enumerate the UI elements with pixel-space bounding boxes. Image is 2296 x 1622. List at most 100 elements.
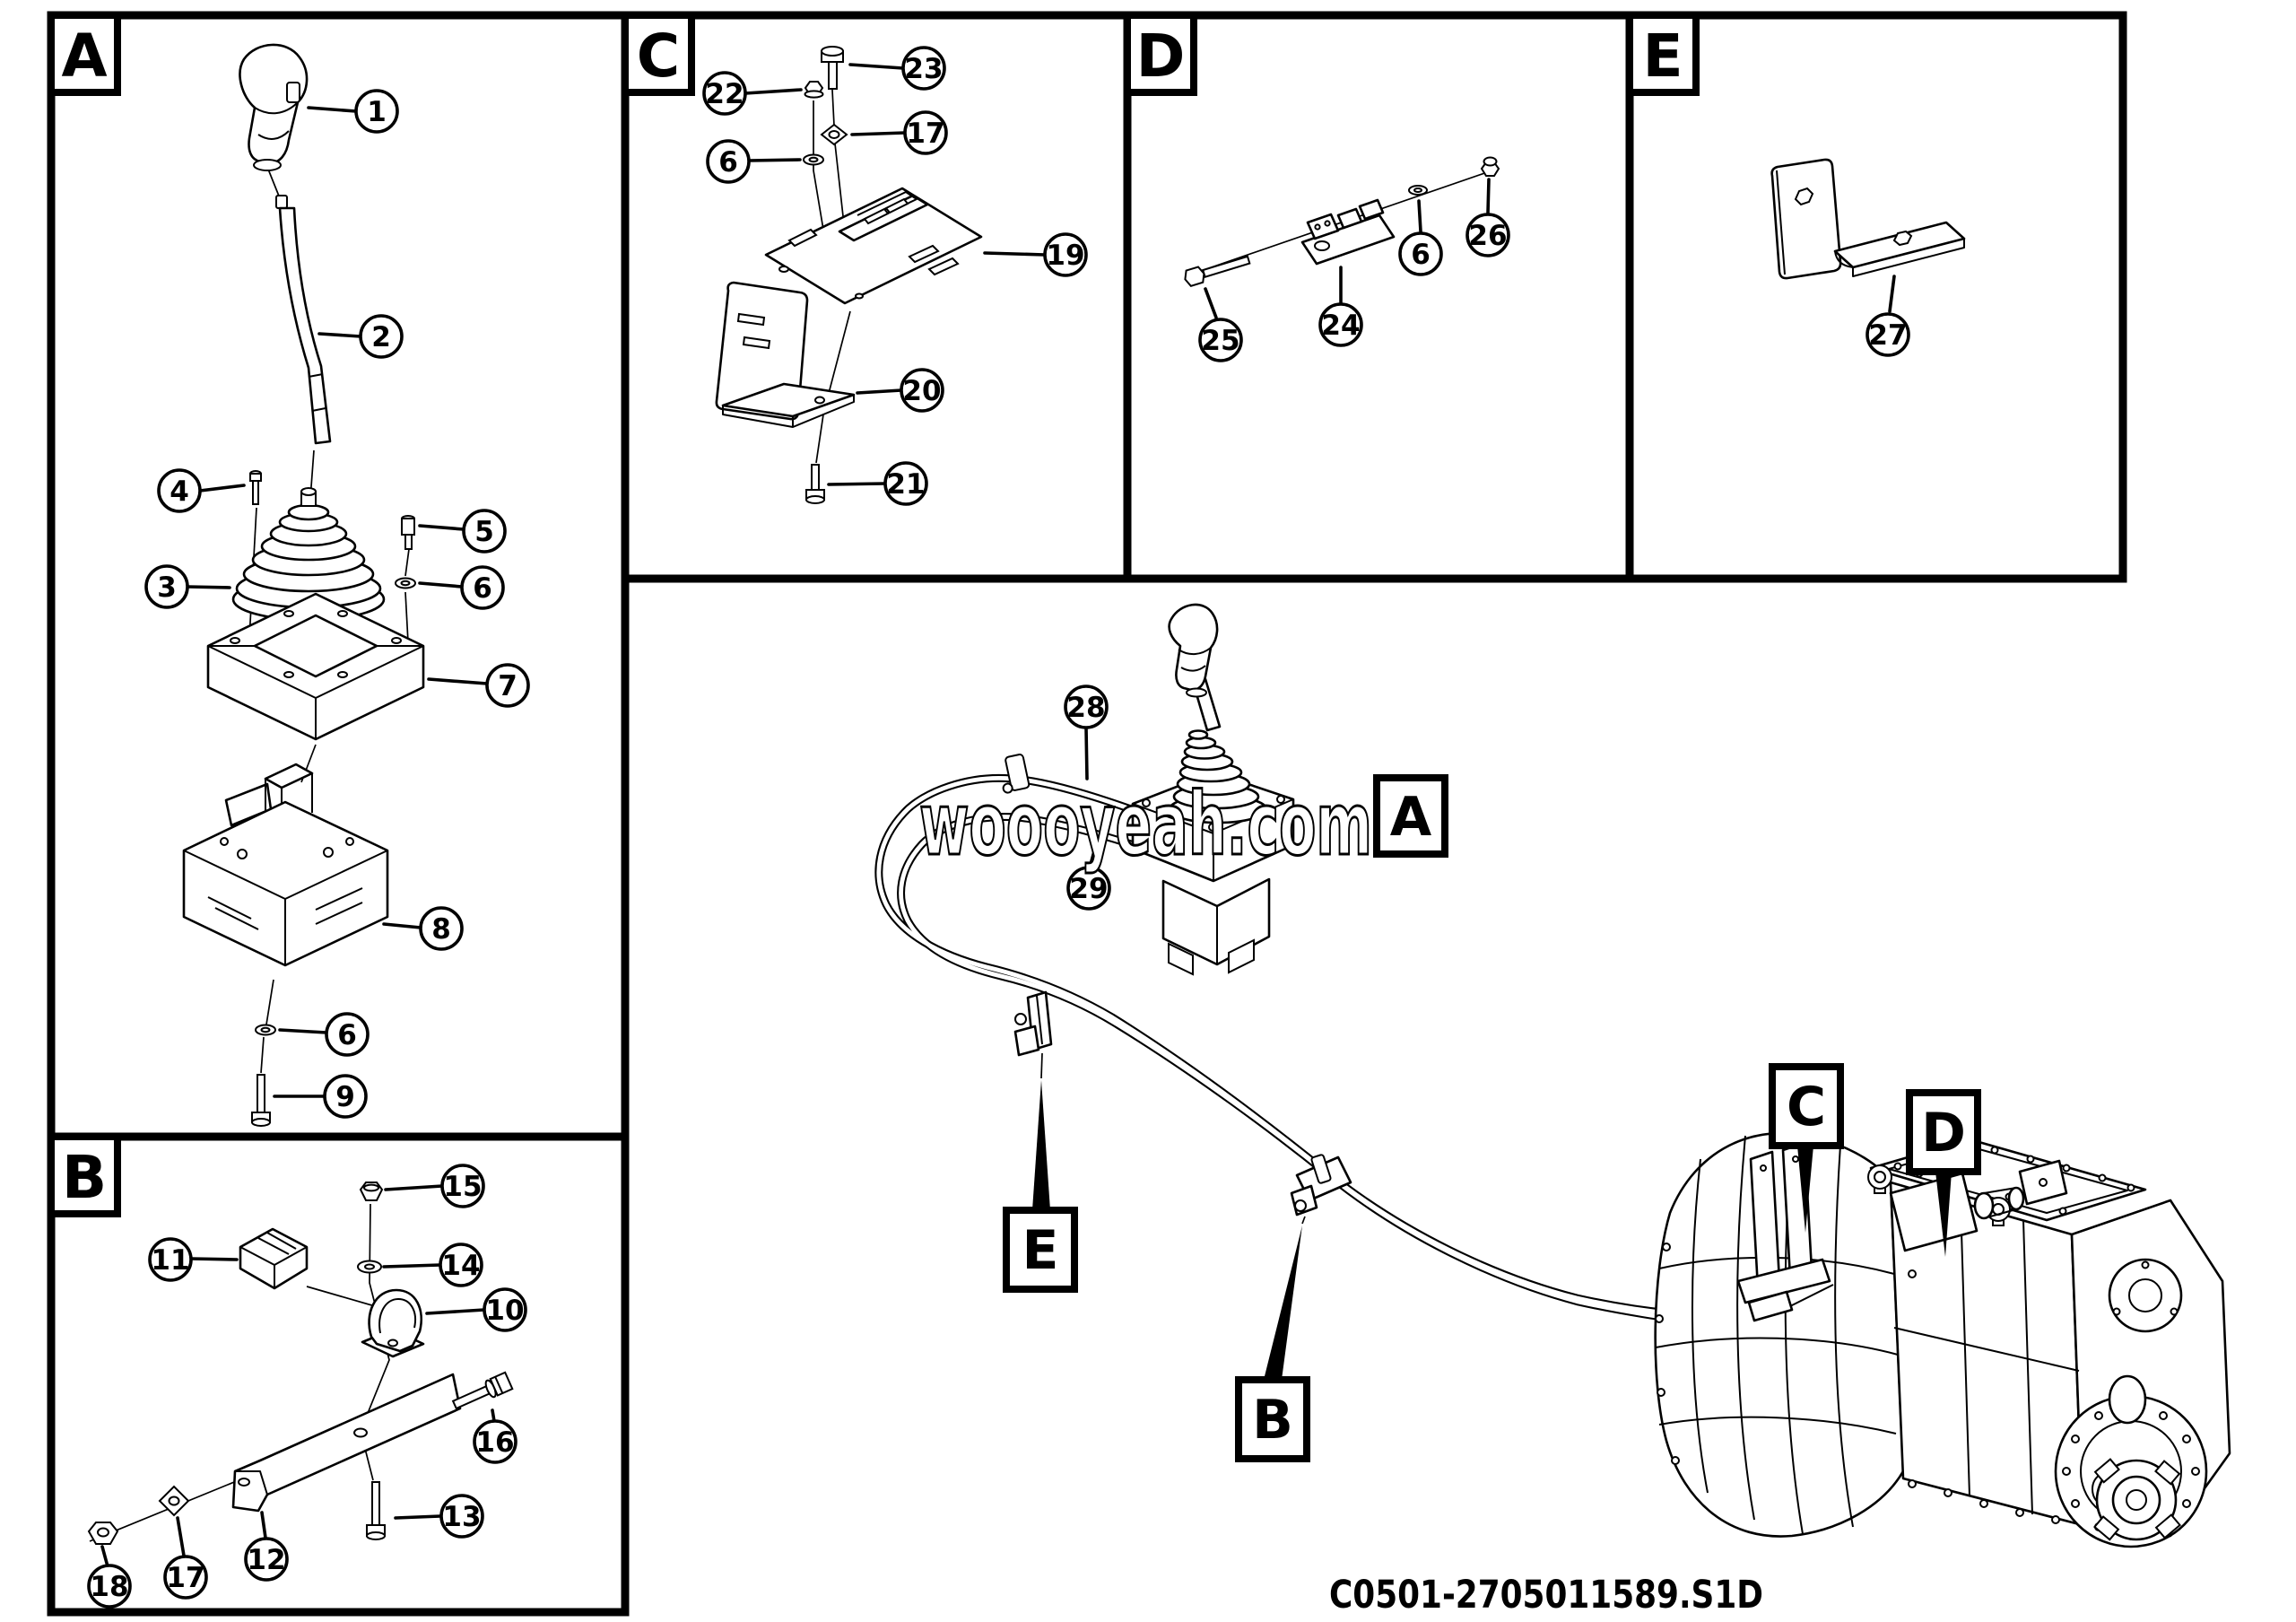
svg-text:21: 21 (886, 468, 925, 501)
support-bracket-20 (715, 281, 856, 428)
svg-text:13: 13 (442, 1501, 481, 1533)
svg-text:5: 5 (474, 516, 494, 548)
panel-b-label-box (48, 1133, 121, 1217)
callout-2: 2 (359, 314, 404, 359)
callout-19: 19 (1043, 232, 1088, 277)
svg-text:12: 12 (247, 1544, 285, 1576)
svg-text:23: 23 (904, 53, 943, 85)
svg-text:6: 6 (1411, 239, 1431, 271)
watermark-text: woooyeah.com (919, 774, 1372, 875)
joystick-bellows (1168, 729, 1268, 824)
svg-text:15: 15 (443, 1171, 482, 1203)
clamp-10 (361, 1288, 425, 1358)
mounting-plate-19 (764, 187, 983, 305)
svg-text:2: 2 (371, 321, 391, 353)
callout-7: 7 (485, 663, 530, 708)
shift-unit (1889, 1159, 2068, 1252)
panel-a: 1 2 4 3 5 6 7 8 6 9 A (48, 12, 530, 1127)
lock-nut-26 (1480, 156, 1500, 177)
callout-6d: 6 (1398, 231, 1443, 276)
callout-24: 24 (1318, 302, 1363, 347)
svg-text:24: 24 (1321, 310, 1360, 342)
svg-text:19: 19 (1046, 240, 1084, 272)
svg-text:14: 14 (441, 1250, 480, 1282)
callout-16: 16 (473, 1419, 517, 1464)
svg-text:18: 18 (90, 1571, 128, 1603)
lifting-eye (1867, 1164, 1892, 1194)
callout-6b: 6 (325, 1012, 370, 1057)
panel-b: 15 11 14 10 16 12 13 17 18 B (48, 1133, 527, 1609)
screw-4 (249, 470, 262, 505)
main-assembly-view: 28 29 E B (874, 603, 2231, 1618)
svg-text:10: 10 (485, 1295, 524, 1327)
callout-6c: 6 (706, 139, 751, 184)
svg-text:17: 17 (906, 118, 944, 150)
callout-10: 10 (483, 1287, 527, 1332)
cable-clip (1002, 754, 1031, 794)
drawing-code: C0501-2705011589.S1D (1329, 1573, 1763, 1618)
control-cables (874, 754, 1752, 1334)
transmission (1654, 1131, 2231, 1548)
ref-d-box (1906, 1089, 1981, 1175)
panel-c-label: C (637, 22, 680, 91)
svg-text:4: 4 (170, 475, 189, 508)
bolt-5 (401, 515, 415, 550)
panel-b-label: B (62, 1143, 107, 1212)
callout-22: 22 (702, 71, 747, 116)
shift-lever (275, 195, 332, 445)
callout-17c: 17 (903, 110, 948, 155)
bolt-16 (451, 1371, 514, 1410)
callout-5: 5 (462, 509, 507, 554)
washer-6c (803, 153, 824, 166)
callout-11: 11 (148, 1237, 193, 1282)
bolt-9 (251, 1074, 271, 1127)
panel-e: 27 E (1626, 12, 1966, 357)
clip-b (1290, 1154, 1352, 1216)
joystick-assembly (1131, 603, 1295, 976)
svg-text:7: 7 (498, 670, 517, 702)
panel-frames (47, 11, 2127, 1617)
nut-18 (87, 1522, 119, 1545)
ref-b-label: B (1252, 1389, 1293, 1452)
svg-text:27: 27 (1868, 319, 1907, 352)
svg-text:3: 3 (157, 571, 177, 604)
ref-a-box (1373, 774, 1448, 858)
panel-a-label: A (61, 22, 107, 91)
panel-d: 25 24 6 26 D (1124, 12, 1510, 362)
panel-c: 23 22 17 6 19 20 21 C (622, 12, 1088, 506)
panel-a-label-box (48, 12, 121, 96)
bolt-13 (366, 1481, 386, 1540)
callout-17: 17 (163, 1555, 208, 1600)
ref-c-label: C (1787, 1076, 1826, 1138)
svg-text:6: 6 (718, 146, 738, 179)
callout-21: 21 (883, 461, 928, 506)
callout-25: 25 (1198, 318, 1243, 362)
svg-text:17: 17 (166, 1562, 204, 1594)
callout-28: 28 (1064, 685, 1109, 729)
washer-6a (395, 577, 416, 589)
washer-14 (357, 1260, 382, 1274)
callout-8: 8 (419, 906, 464, 951)
panel-d-frame (1123, 11, 1634, 583)
bracket-arm-12 (231, 1373, 462, 1513)
bolt-25 (1184, 255, 1251, 287)
panel-e-frame (1625, 11, 2127, 583)
svg-text:11: 11 (151, 1244, 189, 1277)
panel-d-label-box (1124, 12, 1197, 96)
nut-22 (804, 81, 824, 99)
callout-27: 27 (1866, 312, 1910, 357)
svg-text:28: 28 (1066, 692, 1105, 724)
callout-15: 15 (440, 1164, 485, 1208)
ref-a-label: A (1390, 786, 1432, 849)
svg-text:16: 16 (475, 1426, 514, 1459)
callout-26: 26 (1465, 213, 1510, 257)
ref-b-box (1235, 1376, 1310, 1462)
ref-e-label: E (1022, 1219, 1059, 1282)
callout-18: 18 (87, 1564, 132, 1609)
shift-bracket-24 (1300, 198, 1396, 266)
washer-17b (820, 123, 848, 146)
bolt-23 (821, 46, 844, 90)
joystick-lever (1168, 603, 1222, 732)
rubber-cushion-11 (239, 1227, 309, 1290)
svg-text:6: 6 (337, 1019, 357, 1051)
